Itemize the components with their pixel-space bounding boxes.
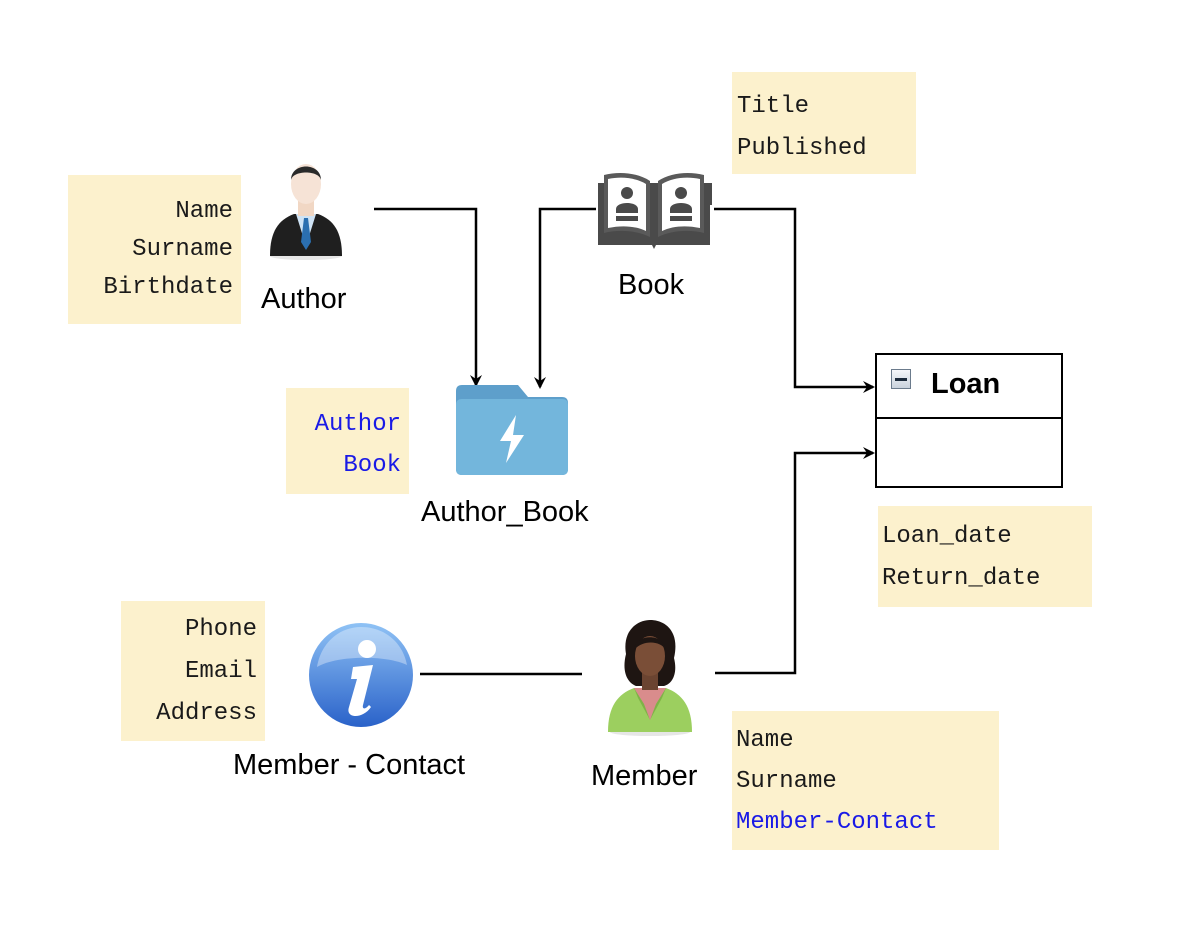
- member-to-loan-arrow: [715, 447, 875, 675]
- author-book-attributes-note: Author Book: [286, 388, 409, 494]
- author-book-field-book: Book: [343, 452, 401, 479]
- book-icon: [598, 173, 712, 249]
- contact-field-address: Address: [156, 700, 257, 727]
- author-book-field-author: Author: [314, 411, 401, 438]
- loan-header: Loan: [877, 355, 1061, 419]
- member-person-icon: [608, 620, 692, 736]
- loan-entity-box: Loan: [875, 353, 1063, 488]
- contact-field-phone: Phone: [184, 616, 257, 643]
- member-contact-label: Member - Contact: [233, 749, 466, 781]
- author-book-label: Author_Book: [421, 496, 589, 528]
- member-contact-attributes-note: Phone Email Address: [121, 601, 265, 741]
- member-label: Member: [591, 760, 698, 792]
- folder-lightning-icon: [456, 385, 568, 475]
- loan-attributes-note: Loan_date Return_date: [878, 506, 1092, 607]
- member-attributes-note: Name Surname Member-Contact: [732, 711, 999, 850]
- book-to-author-book-arrow: [534, 207, 596, 389]
- member-field-surname: Surname: [736, 768, 837, 795]
- book-label: Book: [618, 269, 685, 301]
- author-to-author-book-arrow: [374, 207, 482, 387]
- loan-field-loan-date: Loan_date: [882, 523, 1012, 550]
- loan-field-return-date: Return_date: [882, 565, 1041, 592]
- book-field-title: Title: [737, 93, 810, 120]
- author-field-birthdate: Birthdate: [103, 274, 233, 301]
- book-attributes-note: Title Published: [732, 72, 916, 174]
- member-field-name: Name: [736, 727, 794, 754]
- author-field-surname: Surname: [132, 236, 233, 263]
- collapse-minus-icon[interactable]: [891, 369, 911, 389]
- loan-title: Loan: [931, 368, 1001, 400]
- member-field-member-contact: Member-Contact: [736, 809, 938, 836]
- author-person-icon: [270, 164, 342, 260]
- contact-field-email: Email: [184, 658, 257, 685]
- book-field-published: Published: [737, 135, 867, 162]
- info-icon: [309, 623, 413, 727]
- book-to-loan-arrow: [714, 207, 875, 393]
- author-field-name: Name: [175, 198, 233, 225]
- author-attributes-note: Name Surname Birthdate: [68, 175, 241, 324]
- author-label: Author: [261, 283, 347, 315]
